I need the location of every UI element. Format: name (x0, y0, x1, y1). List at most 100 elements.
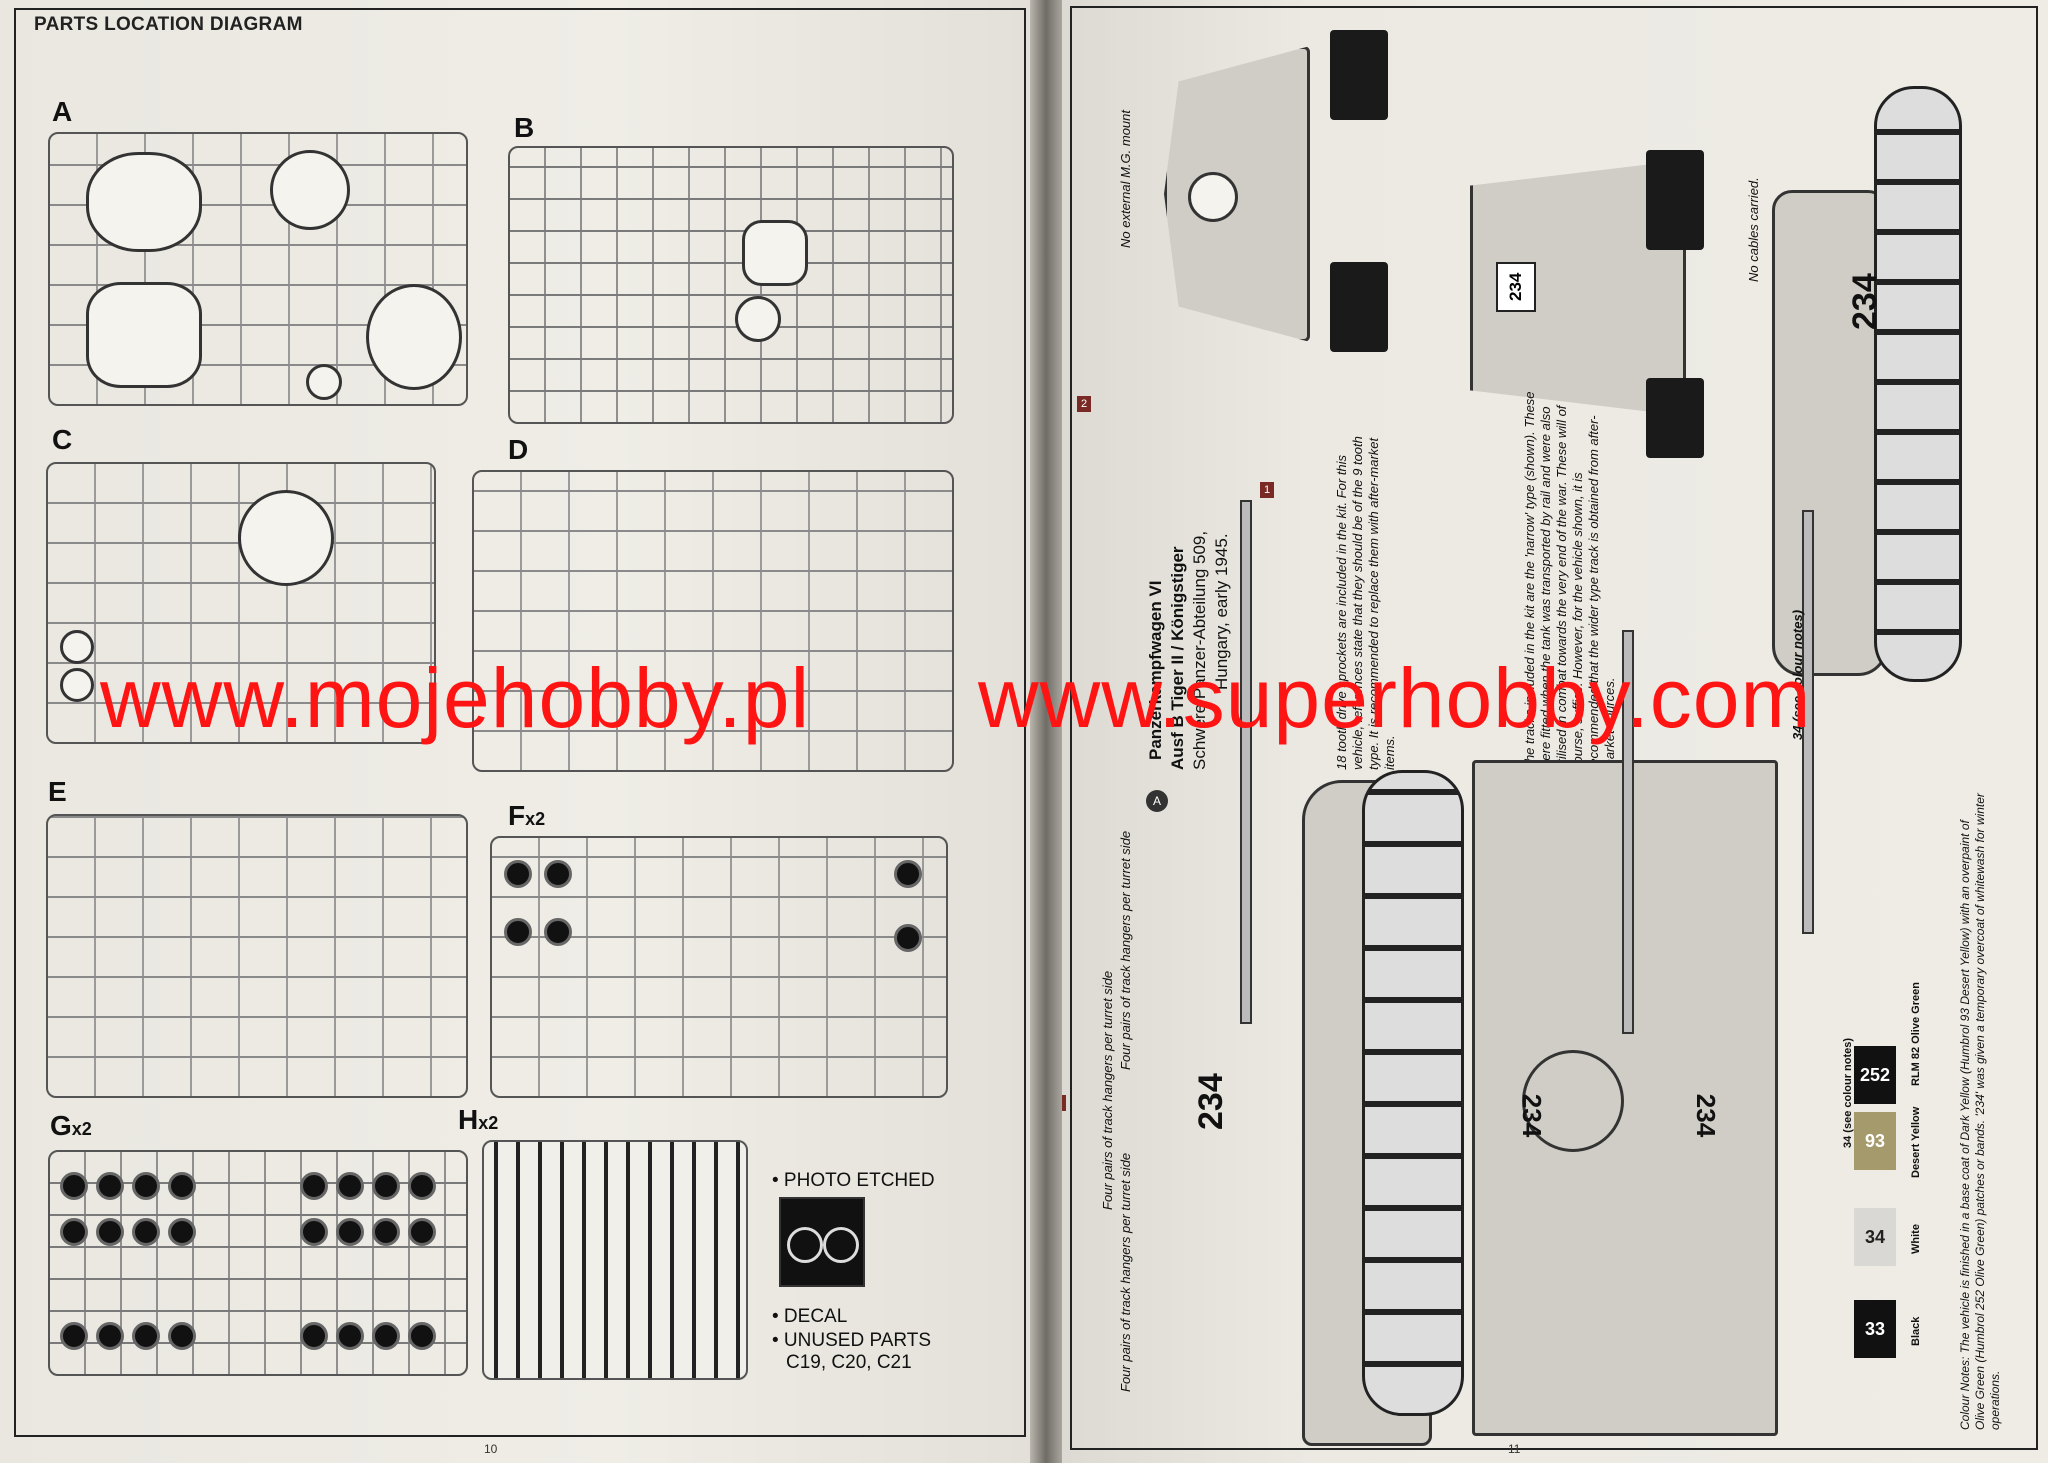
callout-1-right: 1 (1260, 482, 1274, 498)
colour-notes: Colour Notes: The vehicle is finished in… (1958, 793, 2002, 1430)
sprue-a (48, 132, 468, 406)
sprue-g (48, 1150, 468, 1376)
swatch-34-label: White (1910, 1224, 1922, 1254)
road-wheel-part (168, 1218, 196, 1246)
swatch-33-label: Black (1910, 1316, 1922, 1346)
road-wheel-part (408, 1172, 436, 1200)
hatch-part (742, 220, 808, 286)
road-wheel-part (408, 1322, 436, 1350)
sprue-e (46, 814, 468, 1098)
swatch-33: 33 (1854, 1300, 1896, 1358)
sprue-d (472, 470, 954, 772)
small-ring-part (306, 364, 342, 400)
turret-roof-part (86, 152, 202, 252)
sprocket-part (544, 918, 572, 946)
side-turret-view (1772, 190, 1888, 676)
side-turret-number: 234 (1846, 273, 1884, 330)
track-block (1330, 30, 1388, 120)
sprue-label-h: Hx2 (458, 1104, 499, 1135)
sprue-label-b: B (514, 112, 535, 143)
swatch-93-label: Desert Yellow (1910, 1106, 1922, 1178)
right-page-border (1070, 6, 2038, 1450)
sprue-f (490, 836, 948, 1098)
callout-1-left: 1 (1062, 1095, 1066, 1111)
track-block (1646, 150, 1704, 250)
track-hangers-note-3: Four pairs of track hangers per turret s… (1100, 970, 1115, 1210)
sprue-h-track-links (482, 1140, 748, 1380)
top-number-left: 234 (1517, 1093, 1548, 1138)
sprocket-note-wrap: 18 tooth drive sprockets are included in… (1214, 140, 1397, 770)
parts-location-header: PARTS LOCATION DIAGRAM (34, 14, 303, 35)
road-wheel-part (132, 1322, 160, 1350)
track-hangers-note-2: Four pairs of track hangers per turret s… (1118, 1152, 1133, 1392)
gun-barrel-left (1240, 500, 1252, 1024)
top-gun-barrel (1622, 630, 1634, 1034)
road-wheel-part (372, 1322, 400, 1350)
decal-label: • DECAL (772, 1306, 848, 1327)
road-wheel-part (336, 1218, 364, 1246)
sprue-label-f: Fx2 (508, 800, 546, 831)
sprue-label-e: E (48, 776, 67, 807)
no-cables-note: No cables carried. (1746, 177, 1761, 282)
road-wheel-part (300, 1218, 328, 1246)
road-wheel-part (300, 1172, 328, 1200)
photo-etched-label: • PHOTO ETCHED (772, 1170, 935, 1191)
road-wheel-part (336, 1322, 364, 1350)
photo-etched-fret (779, 1197, 865, 1287)
road-wheels-side-1 (1874, 86, 1962, 682)
road-wheel-part (168, 1172, 196, 1200)
left-page: PARTS LOCATION DIAGRAM A B C D E Fx2 Gx2 (0, 0, 1030, 1463)
page-number-right: 11 (1508, 1442, 1521, 1456)
sprue-b (508, 146, 954, 424)
sprue-label-c: C (52, 424, 73, 455)
pe-part (823, 1227, 859, 1263)
swatch-93: 93 (1854, 1112, 1896, 1170)
colour-ref-note-2: 34 (see colour notes) (1842, 1037, 1854, 1148)
tracks-note-wrap: The tracks included in the kit are the '… (1422, 140, 1617, 770)
road-wheel-part (132, 1172, 160, 1200)
swatch-252: 252 (1854, 1046, 1896, 1104)
road-wheel-part (60, 1322, 88, 1350)
sprocket-part (894, 924, 922, 952)
road-wheel-part (372, 1218, 400, 1246)
road-wheel-part (96, 1218, 124, 1246)
road-wheel-part (60, 630, 94, 664)
left-side-number: 234 (1192, 1073, 1230, 1130)
turret-front-part (366, 284, 462, 390)
sprue-label-d: D (508, 434, 529, 465)
right-page: No external M.G. mount 234 234 No cables… (1062, 0, 2048, 1463)
track-guide-part (735, 296, 781, 342)
turret-ring-part (238, 490, 334, 586)
sprocket-part (504, 918, 532, 946)
road-wheel-part (96, 1322, 124, 1350)
road-wheel-part (60, 668, 94, 702)
road-wheel-part (60, 1172, 88, 1200)
sprue-c (46, 462, 436, 744)
top-number-right: 234 (1691, 1093, 1722, 1138)
road-wheel-part (408, 1218, 436, 1246)
road-wheel-part (336, 1172, 364, 1200)
callout-2: 2 (1077, 396, 1091, 412)
track-block (1646, 378, 1704, 458)
mg-mount-note: No external M.G. mount (1118, 110, 1133, 248)
page-number-left: 10 (484, 1442, 498, 1456)
vehicle-marker: A (1146, 790, 1168, 812)
unused-parts-label: • UNUSED PARTS (772, 1330, 932, 1351)
sprocket-part (544, 860, 572, 888)
road-wheel-part (96, 1172, 124, 1200)
hull-floor-part (86, 282, 202, 388)
sprocket-part (504, 860, 532, 888)
watermark-left: www.mojehobby.pl (100, 651, 811, 745)
watermark-right: www.superhobby.com (978, 651, 1812, 745)
top-turret-ring (1522, 1050, 1624, 1152)
road-wheel-part (372, 1172, 400, 1200)
sprocket-part (894, 860, 922, 888)
swatch-252-label: RLM 82 Olive Green (1910, 982, 1922, 1086)
ring-part (270, 150, 350, 230)
road-wheel-part (60, 1218, 88, 1246)
road-wheel-part (132, 1218, 160, 1246)
pe-part (787, 1227, 823, 1263)
road-wheel-part (300, 1322, 328, 1350)
road-wheels-side-2 (1362, 770, 1464, 1416)
exhaust-hatch (1188, 172, 1238, 222)
